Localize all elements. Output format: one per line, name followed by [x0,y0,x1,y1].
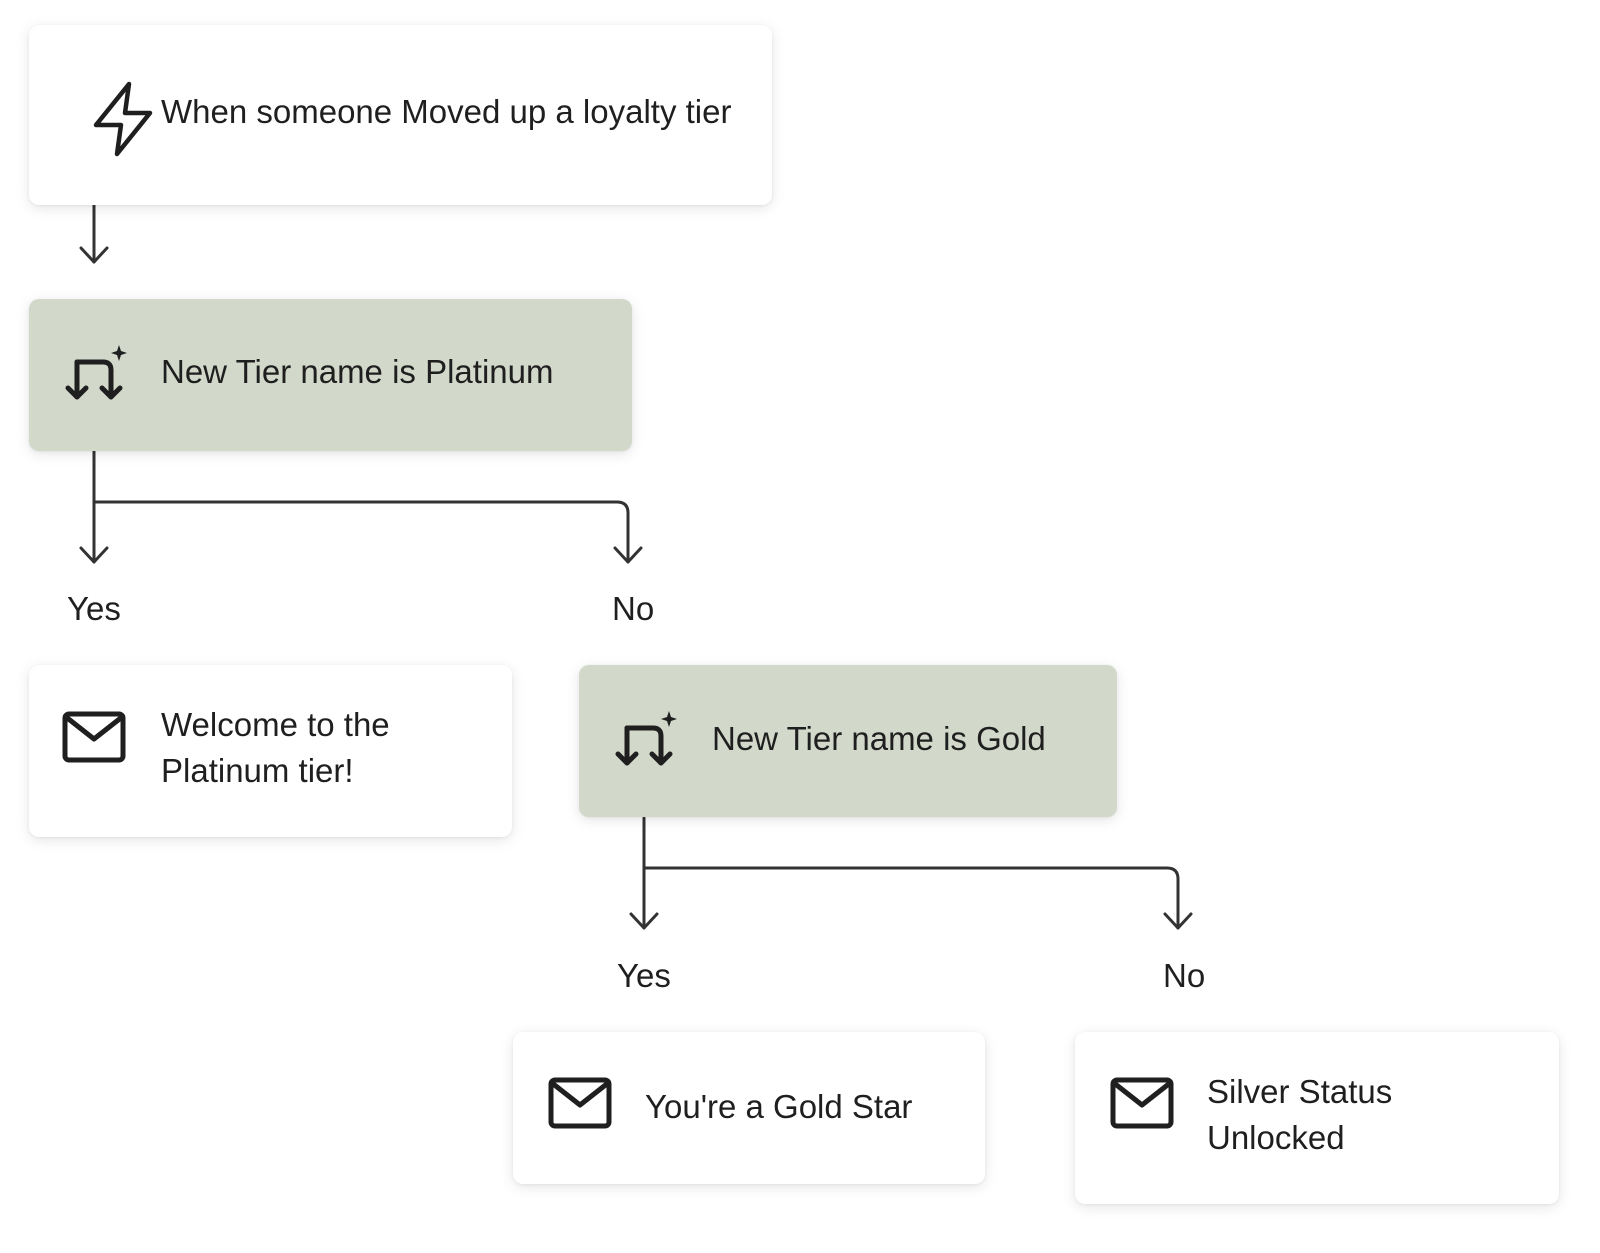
email-gold-label: You're a Gold Star [645,1088,913,1125]
email-platinum-card[interactable]: Welcome to the Platinum tier! [29,665,512,837]
branch-label-yes: Yes [67,590,121,627]
arrowhead-gold-yes [629,912,659,930]
trigger-card[interactable]: When someone Moved up a loyalty tier [29,25,772,205]
split-gold-card[interactable]: New Tier name is Gold [579,665,1117,817]
split-icon [615,711,677,766]
arrowhead-trigger [79,246,109,264]
arrowhead-gold-no [1163,912,1193,930]
envelope-icon [1110,1077,1174,1129]
email-platinum-label: Welcome to the Platinum tier! [161,706,390,789]
envelope-icon [62,711,126,763]
split-platinum-card[interactable]: New Tier name is Platinum [29,299,632,451]
email-gold-card[interactable]: You're a Gold Star [513,1032,985,1184]
connector-platinum-no [92,500,630,564]
arrowhead-platinum-yes [79,546,109,564]
split-icon [65,345,127,400]
split-gold-label: New Tier name is Gold [712,720,1046,757]
branch-label-yes: Yes [617,957,671,994]
envelope-icon [548,1077,612,1129]
email-silver-label: Silver Status Unlocked [1207,1073,1393,1156]
trigger-label: When someone Moved up a loyalty tier [161,93,732,130]
split-platinum-label: New Tier name is Platinum [161,353,554,390]
connector-gold-no [642,866,1180,930]
branch-label-no: No [612,590,655,627]
lightning-icon [93,81,153,157]
email-silver-card[interactable]: Silver Status Unlocked [1075,1032,1559,1204]
branch-label-no: No [1163,957,1206,994]
arrowhead-platinum-no [613,546,643,564]
